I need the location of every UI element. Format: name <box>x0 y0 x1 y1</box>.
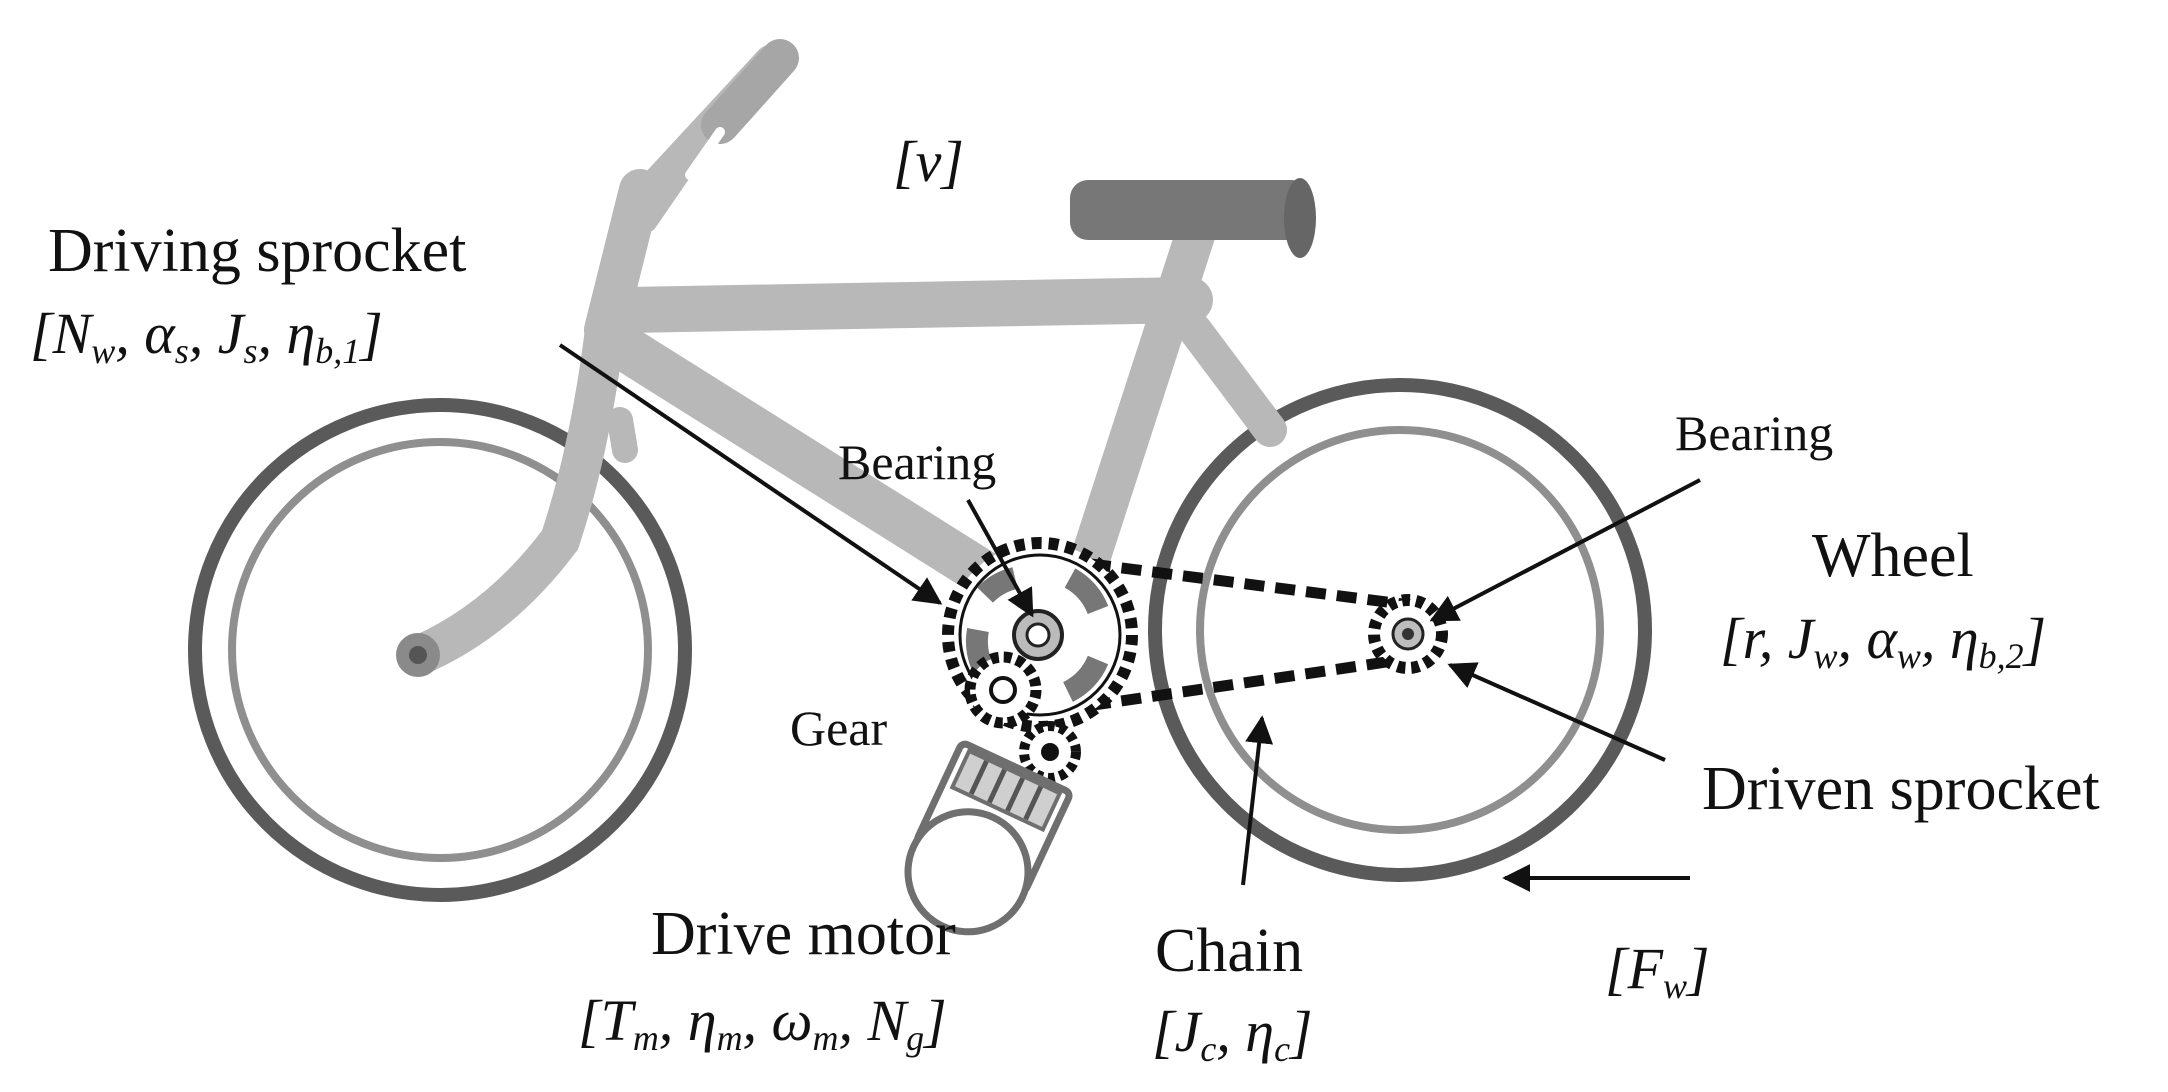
front-axle <box>396 633 440 677</box>
gear-label: Gear <box>790 700 888 756</box>
driving-sprocket-title: Driving sprocket <box>48 217 467 285</box>
chain-title: Chain <box>1155 917 1304 985</box>
seat <box>1070 178 1316 258</box>
rear-wheel <box>1148 378 1652 882</box>
rear-bearing-arrow <box>1429 478 1701 622</box>
handlebar-grip <box>701 39 799 144</box>
driving-sprocket-params: [Nw, αs, Js, ηb,1] <box>30 301 383 372</box>
driven-sprocket-label: Driven sprocket <box>1702 755 2100 823</box>
force-label: [Fw] <box>1605 936 1710 1007</box>
driving-sprocket-arrow <box>558 343 943 605</box>
drive-motor-params: [Tm, ηm, ωm, Ng] <box>578 988 947 1059</box>
chain-params: [Jc, ηc] <box>1152 999 1313 1070</box>
wheel-title: Wheel <box>1812 522 1974 590</box>
driven-sprocket <box>1368 594 1448 674</box>
rear-bearing-label: Bearing <box>1675 405 1834 461</box>
gear <box>964 651 1081 783</box>
chain <box>1059 554 1411 716</box>
wheel-params: [r, Jw, αw, ηb,2] <box>1720 606 2047 677</box>
front-wheel <box>188 398 692 902</box>
front-bearing-arrow <box>966 499 1034 618</box>
bicycle-frame <box>400 45 1287 675</box>
front-bearing-label: Bearing <box>838 434 997 490</box>
driven-sprocket-arrow <box>1447 662 1666 762</box>
drive-motor-title: Drive motor <box>651 900 956 968</box>
chain-arrow <box>1241 715 1274 886</box>
leader-arrows <box>558 343 1701 892</box>
drive-motor <box>904 740 1073 936</box>
velocity-label: [v] <box>893 129 964 194</box>
